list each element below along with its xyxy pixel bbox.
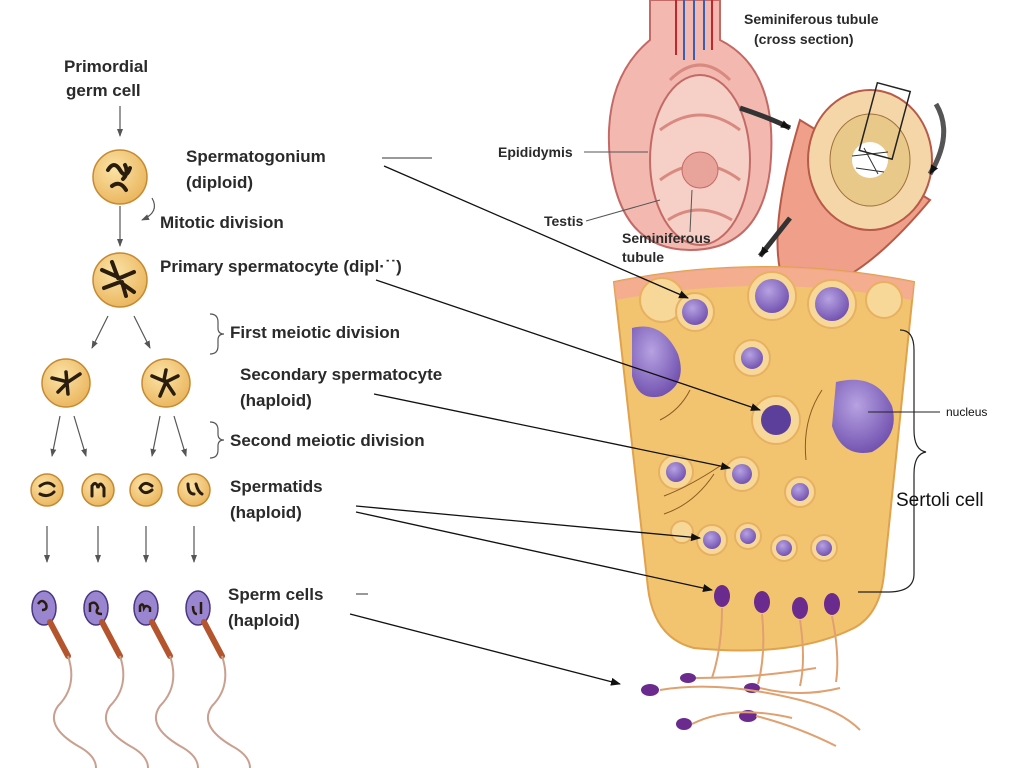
spermatids-label-1: Spermatids [230,477,323,496]
spermatid-cells [30,473,211,507]
arrow-sec-l2 [73,415,87,457]
second-meiotic-brace [209,421,225,459]
arrow-sec-r2 [173,415,187,457]
spermatogonium-layer [639,271,903,332]
epididymis-label: Epididymis [498,144,573,160]
tissue-primary-nucleus [761,405,791,435]
secondary-spermatocyte-cell-right [141,358,191,408]
sertoli-strands [659,389,823,515]
tubule-tissue-wedge [612,266,916,687]
sperm-cells [31,590,251,768]
arrow-primary [375,279,761,411]
arrow-to-tissue [758,216,792,258]
primordial-label-2: germ cell [66,81,141,100]
arrow-spermatid-2 [355,511,713,592]
sertoli-nucleus-right [832,379,894,453]
spermatogonium-label-2: (diploid) [186,173,253,192]
arrow-sec-l1 [50,415,61,457]
spermatids-label-2: (haploid) [230,503,302,522]
arrow-secondary [373,393,731,471]
testis-leader [585,199,661,222]
lumen-sperm [641,667,861,747]
mitotic-label: Mitotic division [160,213,284,232]
secondary-label-2: (haploid) [240,391,312,410]
cross-section-illustration [776,81,947,282]
seminiferous-label-1: Seminiferous [622,230,711,246]
spermatogonium-label-1: Spermatogonium [186,147,326,166]
arrow-spermatogonium [383,165,689,299]
secondary-spermatocyte-cell-left [41,358,91,408]
arrow-primary-left [91,315,109,349]
testis-illustration [607,0,773,252]
secondary-label-1: Secondary spermatocyte [240,365,442,384]
lineage-panel: Primordial germ cell Mitotic division Sp… [30,57,442,768]
second-meiotic-label: Second meiotic division [230,431,425,450]
tissue-primary-1-nucleus [741,347,763,369]
arrow-to-cross-section [739,105,792,131]
sperm-label-2: (haploid) [228,611,300,630]
cross-section-label-2: (cross section) [754,31,854,47]
seminiferous-label-2: tubule [622,249,664,265]
cross-section-label-1: Seminiferous tubule [744,11,879,27]
spermatogonium-cell [92,149,148,205]
arrow-spermatid-1 [355,505,701,542]
tissue-developing-sperm [711,585,840,687]
sertoli-cell-label: Sertoli cell [896,490,984,511]
seminiferous-leader [689,189,693,233]
connector-arrows [349,157,761,686]
first-meiotic-brace [209,313,225,355]
sperm-label-1: Sperm cells [228,585,323,604]
primordial-label-1: Primordial [64,57,148,76]
mitotic-loop-arrow [141,197,155,221]
sertoli-brace [858,329,927,593]
nucleus-label: nucleus [946,405,987,419]
tissue-inner-cells [658,454,838,562]
first-meiotic-label: First meiotic division [230,323,400,342]
arrow-sec-r1 [150,415,161,457]
primary-spermatocyte-cell [92,252,148,308]
primary-spermatocyte-label: Primary spermatocyte (dipl·˙˙) [160,257,402,276]
arrow-sperm [349,613,621,686]
testis-label: Testis [544,213,584,229]
arrow-primary-right [133,315,151,349]
